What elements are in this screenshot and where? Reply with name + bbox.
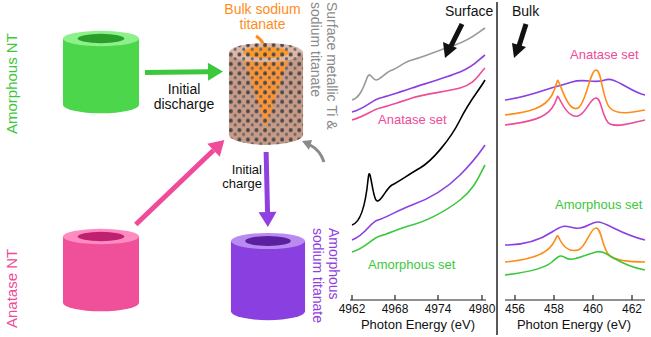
series-label: Amorphous set [555,198,642,212]
axis-label: 4968 [382,303,409,316]
axis-label: 4980 [469,303,496,316]
tube-label: Amorphous NT [4,14,21,134]
series-label: Anatase set [378,113,447,127]
axis-label: Photon Energy (eV) [517,318,631,332]
panel-separator [496,2,498,335]
nanotube-cylinder [228,42,304,147]
axis-label: 460 [583,303,603,316]
x-axis [350,295,645,300]
nanotube-node: Amorphous NT [62,30,140,115]
tube-label: Amorphous sodium titanate [310,228,341,333]
axis-label: 462 [622,303,642,316]
pointer-arrow [443,24,526,58]
tube-label: Surface metallic Ti & sodium titanate [308,2,339,147]
tube-label: Bulk sodium titanate [215,2,310,33]
tube-label: Anatase NT [4,216,21,328]
nanotube-cylinder [62,30,140,115]
series-label: Anatase set [570,48,639,62]
nanotube-node: Bulk sodium titanateSurface metallic Ti … [228,42,304,147]
nanotube-cylinder [230,232,306,322]
axis-label: 4974 [425,303,452,316]
axis-label: 456 [505,303,525,316]
arrow-label: Initial discharge [148,82,220,113]
process-arrow [145,63,223,81]
region-label: Bulk [512,4,539,19]
axis-label: 4962 [339,303,366,316]
nanotube-cylinder [62,228,140,313]
spectrum-curves [505,70,645,275]
process-arrow [136,140,225,225]
region-label: Surface [445,4,493,19]
series-label: Amorphous set [368,258,455,272]
arrow-label: Initial charge [212,163,262,192]
nanotube-node: Amorphous sodium titanate [230,232,306,322]
axis-label: 458 [544,303,564,316]
spectrum-curves [352,28,485,252]
nanotube-node: Anatase NT [62,228,140,313]
axis-label: Photon Energy (eV) [361,318,475,332]
